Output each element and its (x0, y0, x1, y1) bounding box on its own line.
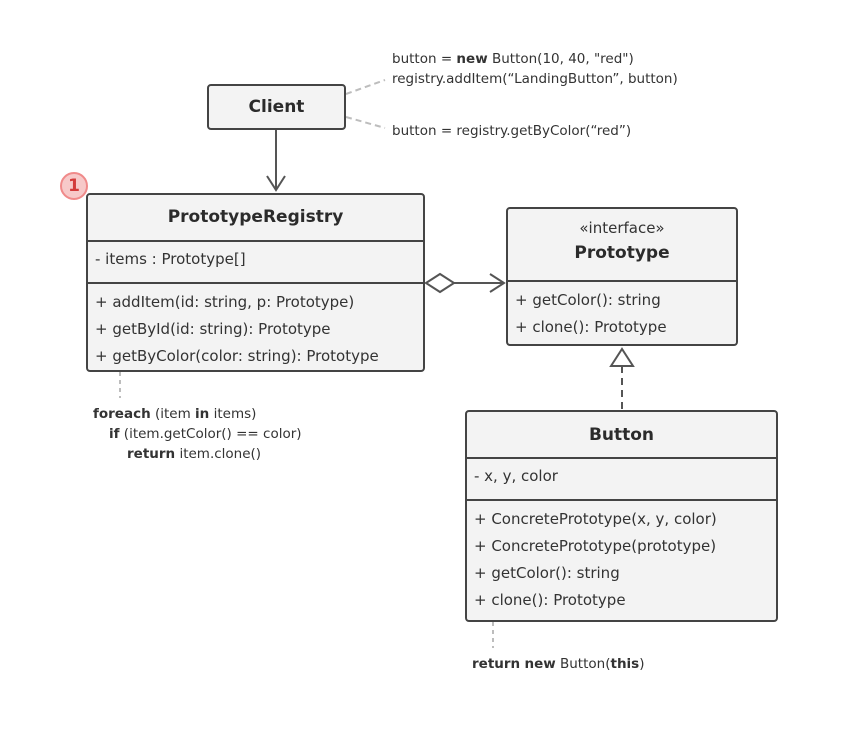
note-keyword: return (127, 446, 176, 462)
note-code: registry.addItem(“LandingButton”, button… (392, 71, 678, 87)
client-get-note: button = registry.getByColor(“red”) (385, 112, 685, 152)
aggregation-arrow-head (489, 273, 506, 293)
client-note-link-top (345, 79, 386, 95)
registry-get-note: foreach (item in items) if (item.getColo… (86, 398, 344, 478)
button-class-methods: + ConcretePrototype(x, y, color) + Concr… (467, 499, 776, 620)
step-number-badge: 1 (60, 172, 88, 200)
note-code: button = (392, 51, 457, 67)
button-class: Button - x, y, color + ConcretePrototype… (465, 410, 778, 622)
interface-stereotype: «interface» (579, 219, 665, 237)
prototype-interface: «interface» Prototype + getColor(): stri… (506, 207, 738, 346)
prototype-interface-methods: + getColor(): string + clone(): Prototyp… (508, 280, 736, 344)
client-note-link-bottom (345, 116, 386, 129)
prototype-registry-methods: + addItem(id: string, p: Prototype) + ge… (88, 282, 423, 370)
note-keyword: this (610, 656, 640, 672)
note-keyword: new (524, 656, 556, 672)
prototype-registry-fields: - items : Prototype[] (88, 240, 423, 282)
note-keyword: if (109, 426, 120, 442)
note-keyword: foreach (93, 406, 151, 422)
button-class-fields: - x, y, color (467, 457, 776, 499)
button-class-name: Button (588, 425, 655, 445)
registry-method: + getById(id: string): Prototype (95, 320, 331, 338)
note-keyword: return (472, 656, 521, 672)
client-class: Client (207, 84, 346, 130)
button-clone-note: return new Button(this) (465, 648, 697, 684)
note-code: ) (639, 656, 645, 672)
button-method: + ConcretePrototype(x, y, color) (474, 510, 717, 528)
registry-field: - items : Prototype[] (95, 250, 246, 268)
note-code: (item.getColor() == color) (119, 426, 302, 442)
registry-method: + addItem(id: string, p: Prototype) (95, 293, 355, 311)
note-code: item.clone() (175, 446, 262, 462)
client-create-note: button = new Button(10, 40, "red") regis… (385, 44, 739, 99)
button-method: + ConcretePrototype(prototype) (474, 537, 717, 555)
realization-triangle (609, 347, 635, 367)
registry-method: + getByColor(color: string): Prototype (95, 347, 379, 365)
interface-name: Prototype (574, 243, 670, 263)
prototype-registry-class: PrototypeRegistry - items : Prototype[] … (86, 193, 425, 372)
interface-method: + clone(): Prototype (515, 318, 667, 336)
prototype-interface-header: «interface» Prototype (508, 209, 736, 280)
note-keyword: in (195, 406, 210, 422)
client-class-name: Client (248, 97, 305, 117)
button-method: + getColor(): string (474, 564, 620, 582)
client-registry-arrow-head (266, 175, 286, 192)
button-method: + clone(): Prototype (474, 591, 626, 609)
note-code: Button( (555, 656, 611, 672)
note-code: button = registry.getByColor(“red”) (392, 123, 632, 139)
note-code: Button(10, 40, "red") (487, 51, 634, 67)
prototype-registry-name: PrototypeRegistry (167, 207, 344, 227)
aggregation-diamond (424, 272, 456, 294)
note-code: (item (150, 406, 196, 422)
note-code: items) (209, 406, 257, 422)
interface-method: + getColor(): string (515, 291, 661, 309)
button-field: - x, y, color (474, 467, 558, 485)
note-keyword: new (456, 51, 488, 67)
